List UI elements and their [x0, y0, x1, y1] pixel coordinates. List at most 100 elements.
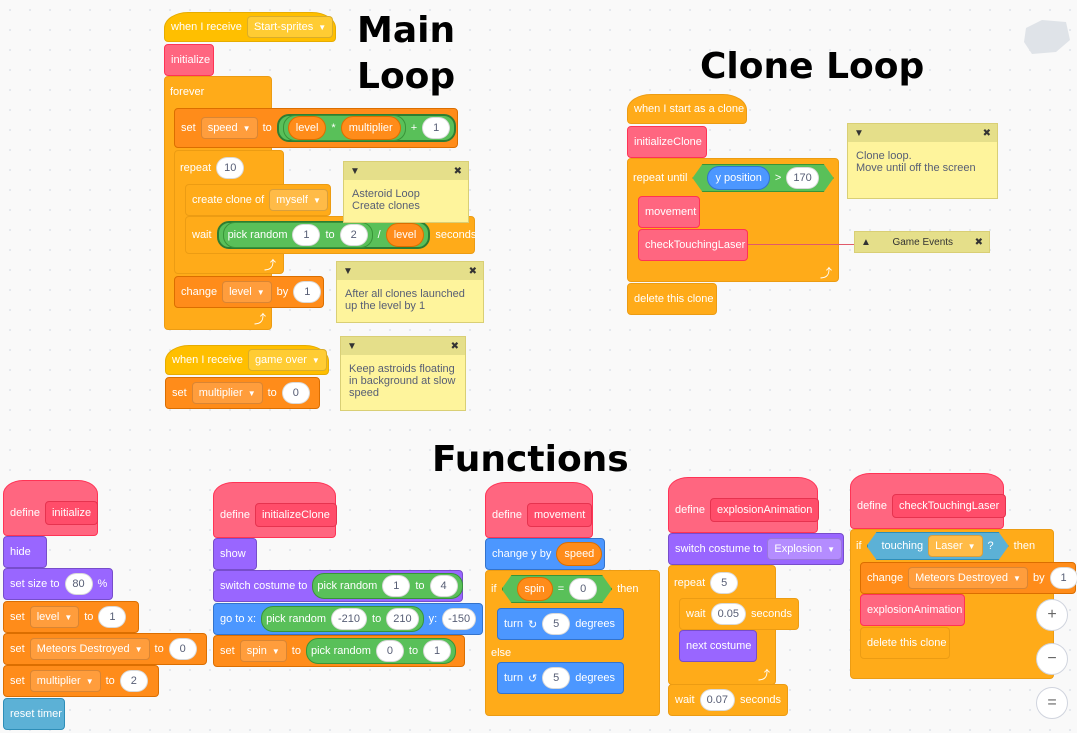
variable-dropdown[interactable]: level▼ [222, 281, 272, 303]
change-y-block[interactable]: change y by speed [485, 538, 605, 570]
set-multiplier-block[interactable]: set multiplier▼ to 0 [165, 377, 320, 409]
close-icon[interactable]: ✖ [974, 236, 983, 248]
zoom-out-button[interactable]: − [1036, 643, 1068, 675]
variable-dropdown[interactable]: level▼ [29, 606, 80, 628]
set-meteors-block[interactable]: set Meteors Destroyed▼ to 0 [3, 633, 207, 665]
variable-dropdown[interactable]: multiplier▼ [29, 670, 101, 692]
reset-timer-block[interactable]: reset timer [3, 698, 65, 730]
number-input[interactable]: 1 [422, 117, 451, 139]
set-multiplier-block[interactable]: set multiplier▼ to 2 [3, 665, 159, 697]
number-input[interactable]: 0.07 [699, 689, 735, 711]
number-input[interactable]: 0 [569, 578, 597, 600]
number-input[interactable]: 0 [168, 638, 197, 660]
show-block[interactable]: show [213, 538, 257, 570]
add-operator[interactable]: level * multiplier + 1 [276, 114, 457, 142]
number-input[interactable]: 0 [281, 382, 310, 404]
define-initialize-block[interactable]: define initialize [3, 480, 99, 536]
custom-block-name[interactable]: initializeClone [254, 503, 337, 527]
number-input[interactable]: 4 [429, 575, 458, 597]
level-reporter[interactable]: level [385, 223, 425, 247]
movement-call-block[interactable]: movement [638, 196, 700, 228]
initializeClone-call-block[interactable]: initializeClone [627, 126, 707, 158]
touching-sensor[interactable]: touching Laser▼ ? [867, 532, 1009, 560]
number-input[interactable]: 2 [119, 670, 148, 692]
define-initializeClone-block[interactable]: define initializeClone [213, 482, 337, 538]
set-size-block[interactable]: set size to 80 % [3, 568, 113, 600]
go-to-xy-block[interactable]: go to x: pick random -210 to 210 y: -150 [213, 603, 483, 635]
variable-dropdown[interactable]: spin▼ [239, 640, 287, 662]
explosionAnimation-call-block[interactable]: explosionAnimation [860, 594, 965, 626]
spin-reporter[interactable]: spin [517, 577, 553, 601]
comment-after-clones[interactable]: ▼ ✖ After all clones launched up the leve… [336, 261, 484, 323]
comment-clone-loop[interactable]: ▼ ✖ Clone loop. Move until off the screen [847, 123, 998, 199]
comment-keep-floating[interactable]: ▼✖ Keep astroids floating in background … [340, 336, 466, 411]
number-input[interactable]: 0 [375, 640, 404, 662]
pick-random-operator[interactable]: pick random 0 to 1 [305, 638, 457, 664]
collapse-icon[interactable]: ▼ [854, 127, 864, 139]
variable-dropdown[interactable]: speed▼ [200, 117, 258, 139]
hide-block[interactable]: hide [3, 536, 47, 568]
comment-text[interactable]: Clone loop. Move until off the screen [856, 150, 976, 174]
comment-text[interactable]: Keep astroids floating in background at … [349, 363, 456, 399]
delete-clone-block[interactable]: delete this clone [860, 627, 950, 659]
number-input[interactable]: 1 [293, 281, 322, 303]
close-icon[interactable]: ✖ [453, 165, 462, 177]
clone-target-dropdown[interactable]: myself▼ [269, 189, 328, 211]
when-start-as-clone-block[interactable]: when I start as a clone [627, 94, 747, 124]
number-input[interactable]: 10 [216, 157, 245, 179]
custom-block-name[interactable]: explosionAnimation [709, 498, 820, 522]
message-dropdown[interactable]: Start-sprites▼ [246, 16, 334, 38]
wait-block[interactable]: wait pick random 1 to 2 / level seconds [185, 216, 476, 254]
number-input[interactable]: 1 [382, 575, 411, 597]
delete-clone-block[interactable]: delete this clone [627, 283, 717, 315]
comment-game-events[interactable]: ▲Game Events✖ [854, 231, 990, 253]
collapse-icon[interactable]: ▼ [343, 265, 353, 277]
turn-left-block[interactable]: turn ↺ 5 degrees [497, 662, 624, 694]
number-input[interactable]: -150 [442, 608, 476, 630]
greater-than-operator[interactable]: y position > 170 [692, 164, 833, 192]
number-input[interactable]: 80 [64, 573, 93, 595]
number-input[interactable]: 5 [542, 667, 571, 689]
number-input[interactable]: -210 [331, 608, 368, 630]
close-icon[interactable]: ✖ [982, 127, 991, 139]
set-spin-block[interactable]: set spin▼ to pick random 0 to 1 [213, 635, 465, 667]
number-input[interactable]: 0.05 [710, 603, 746, 625]
multiply-operator[interactable]: level * multiplier [282, 115, 406, 141]
pick-random-operator[interactable]: pick random 1 to 4 [312, 573, 463, 599]
close-icon[interactable]: ✖ [468, 265, 477, 277]
when-receive-start-sprites-block[interactable]: when I receive Start-sprites▼ [164, 12, 336, 42]
number-input[interactable]: 1 [1049, 567, 1077, 589]
custom-block-name[interactable]: initialize [44, 501, 99, 525]
comment-text[interactable]: After all clones launched up the level b… [345, 288, 465, 312]
y-position-reporter[interactable]: y position [707, 166, 769, 190]
variable-dropdown[interactable]: multiplier▼ [191, 382, 263, 404]
equals-operator[interactable]: spin = 0 [502, 575, 613, 603]
create-clone-block[interactable]: create clone of myself▼ [185, 184, 331, 216]
multiplier-reporter[interactable]: multiplier [340, 116, 401, 140]
pick-random-operator[interactable]: pick random 1 to 2 [222, 222, 373, 248]
number-input[interactable]: 5 [710, 572, 739, 594]
custom-block-name[interactable]: checkTouchingLaser [891, 494, 1007, 518]
variable-dropdown[interactable]: Meteors Destroyed▼ [908, 567, 1028, 589]
comment-text[interactable]: Asteroid Loop Create clones [352, 188, 420, 212]
wait-block[interactable]: wait 0.05 seconds [679, 598, 799, 630]
custom-block-name[interactable]: movement [526, 503, 593, 527]
speed-reporter[interactable]: speed [556, 542, 603, 566]
divide-operator[interactable]: pick random 1 to 2 / level [216, 221, 431, 249]
when-receive-game-over-block[interactable]: when I receive game over▼ [165, 345, 329, 375]
expand-icon[interactable]: ▲ [861, 236, 871, 248]
comment-asteroid-loop[interactable]: ▼ ✖ Asteroid Loop Create clones [343, 161, 469, 223]
number-input[interactable]: 1 [292, 224, 321, 246]
collapse-icon[interactable]: ▼ [350, 165, 360, 177]
number-input[interactable]: 210 [386, 608, 419, 630]
define-movement-block[interactable]: define movement [485, 482, 593, 538]
number-input[interactable]: 2 [339, 224, 368, 246]
change-meteors-block[interactable]: change Meteors Destroyed▼ by 1 [860, 562, 1077, 594]
change-level-block[interactable]: change level▼ by 1 [174, 276, 324, 308]
initialize-call-block[interactable]: initialize [164, 44, 214, 76]
number-input[interactable]: 1 [423, 640, 452, 662]
set-speed-block[interactable]: set speed▼ to level * multiplier + 1 [174, 108, 458, 148]
define-explosionAnimation-block[interactable]: define explosionAnimation [668, 477, 820, 533]
touching-dropdown[interactable]: Laser▼ [928, 535, 982, 557]
